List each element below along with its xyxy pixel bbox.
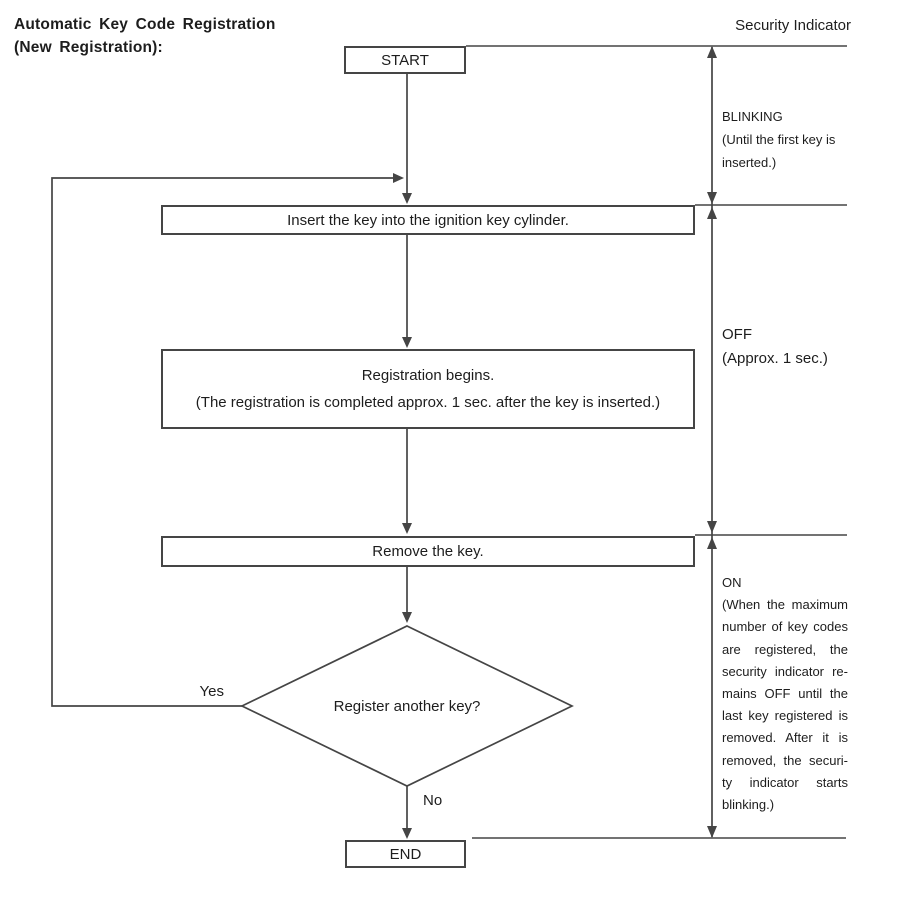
off-note-line-1: (Approx. 1 sec.) xyxy=(722,350,828,367)
timeline-arrowhead-icons xyxy=(707,46,717,838)
end-node: END xyxy=(345,840,466,868)
step-registration-label-line-1: Registration begins. xyxy=(361,367,495,384)
blinking-note-line-1: (Until the first key is xyxy=(722,132,836,147)
indicator-segment-blinking: BLINKING (Until the first key is inserte… xyxy=(722,105,848,174)
step-registration-node: Registration begins. (The registration i… xyxy=(161,349,695,429)
step-insert-key-node: Insert the key into the ignition key cyl… xyxy=(161,205,695,235)
branch-no-label: No xyxy=(423,792,443,809)
security-indicator-heading: Security Indicator xyxy=(735,17,851,34)
branch-yes-label: Yes xyxy=(199,683,224,700)
start-node: START xyxy=(344,46,466,74)
on-note-line-4: security indicator re- xyxy=(722,663,848,679)
decision-diamond-shape xyxy=(240,625,574,787)
on-note-line-2: number of key codes xyxy=(722,619,848,635)
blinking-state-label: BLINKING xyxy=(722,109,783,124)
end-node-label: END xyxy=(389,845,422,863)
indicator-segment-on: ON (When the maximum number of key codes… xyxy=(722,572,848,816)
on-note-line-9: ty indicator starts xyxy=(722,774,848,790)
page-title-line-1: Automatic Key Code Registration xyxy=(14,16,276,33)
on-note-line-5: mains OFF until the xyxy=(722,686,848,702)
on-note-line-1: (When the maximum xyxy=(722,597,848,613)
step-remove-key-label: Remove the key. xyxy=(372,543,484,560)
flow-arrowhead-icons xyxy=(393,173,412,839)
yes-loop-line xyxy=(51,177,395,707)
decision-question-label: Register another key? xyxy=(333,698,481,715)
on-note-line-3: are registered, the xyxy=(722,641,848,657)
page-title-line-2: (New Registration): xyxy=(14,39,163,56)
on-note-line-8: removed, the securi- xyxy=(722,752,848,768)
indicator-segment-off: OFF (Approx. 1 sec.) xyxy=(722,323,848,371)
on-note-line-6: last key registered is xyxy=(722,708,848,724)
on-note-line-7: removed. After it is xyxy=(722,730,848,746)
indicator-timeline xyxy=(707,46,717,838)
blinking-note-line-2: inserted.) xyxy=(722,155,777,170)
on-state-label: ON xyxy=(722,575,742,590)
page-title: Automatic Key Code Registration (New Reg… xyxy=(14,13,276,59)
start-node-label: START xyxy=(381,51,429,69)
step-registration-label-line-2: (The registration is completed approx. 1… xyxy=(195,394,661,411)
step-insert-key-label: Insert the key into the ignition key cyl… xyxy=(287,211,569,229)
on-note-line-10: blinking.) xyxy=(722,797,775,813)
step-remove-key-node: Remove the key. xyxy=(161,536,695,567)
reference-lines xyxy=(466,45,847,839)
off-state-label: OFF xyxy=(722,326,752,343)
